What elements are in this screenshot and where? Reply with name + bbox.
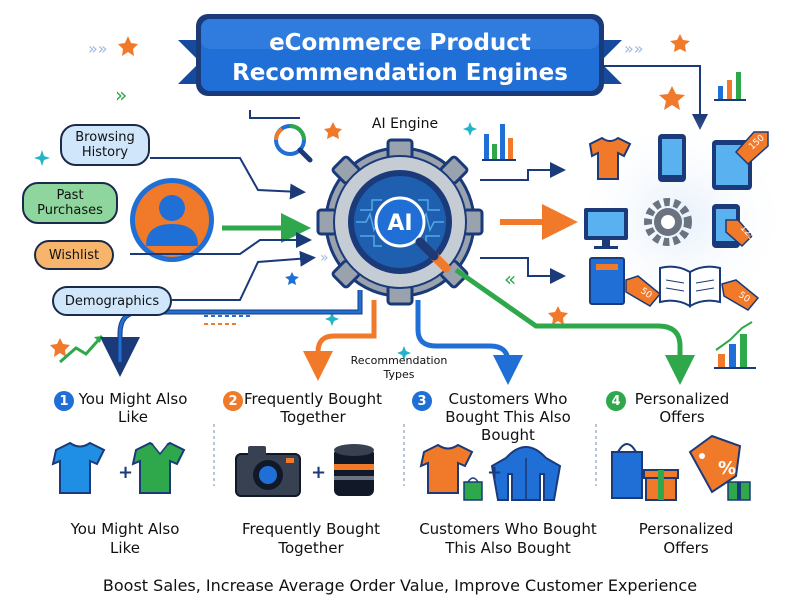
growth-chart-icon: [714, 321, 756, 369]
bar-chart-icon: [482, 124, 516, 161]
polo-shirt-icon: [131, 441, 186, 494]
svg-text:»: »: [320, 250, 329, 266]
step-number-1: 1: [54, 391, 74, 411]
tshirt-icon: [588, 136, 632, 180]
hoodie-icon: [490, 446, 562, 501]
input-arrows: [130, 110, 316, 301]
column-footer-customers-also-bought: Customers Who Bought This Also Bought: [419, 520, 597, 557]
ai-engine-label: AI Engine: [371, 116, 439, 132]
title-banner: [178, 14, 622, 96]
growth-chart-icon: [714, 72, 746, 101]
price-tag-icon: 50: [625, 275, 662, 307]
output-arrows: [480, 65, 708, 284]
input-wishlist: Wishlist: [34, 240, 114, 270]
open-book-icon: [659, 265, 721, 308]
tshirt-icon: [419, 443, 474, 494]
title-line-1: eCommerce Product: [269, 30, 531, 56]
column-title-you-might-also-like: You Might Also Like: [78, 390, 188, 426]
shopping-bag-icon: [611, 443, 643, 499]
monitor-icon: [584, 208, 628, 249]
title-line-2: Recommendation Engines: [232, 60, 568, 86]
star-icon: [50, 34, 690, 357]
column-footer-frequently-bought-together: Frequently Bought Together: [242, 520, 380, 557]
plus-sign: +: [311, 462, 326, 483]
gift-box-icon: [727, 481, 751, 501]
discount-tag-icon: %: [688, 434, 742, 494]
chevron-deco-icon: »»: [88, 39, 108, 58]
column-title-customers-also-bought: Customers Who Bought This Also Bought: [445, 390, 571, 444]
smartphone-icon: [658, 134, 686, 182]
shopping-bag-icon: [463, 477, 483, 501]
step-number-2: 2: [223, 391, 243, 411]
book-icon: [589, 257, 625, 305]
trend-arrow-icon: [59, 335, 104, 364]
magnifier-icon: [274, 124, 313, 163]
footer-tagline: Boost Sales, Increase Average Order Valu…: [102, 576, 698, 595]
column-footer-personalized-offers: Personalized Offers: [638, 520, 734, 557]
step-number-4: 4: [606, 391, 626, 411]
input-demographics: Demographics: [52, 286, 172, 316]
recommendation-types-label: Recommendation Types: [350, 354, 448, 381]
plus-sign: +: [118, 462, 133, 483]
ai-core-label: AI: [387, 211, 412, 236]
ai-engine-gear: [316, 138, 484, 306]
tshirt-icon: [51, 441, 106, 494]
input-past-purchases: Past Purchases: [22, 182, 118, 224]
svg-text:«: «: [504, 267, 516, 291]
camera-lens-icon: [334, 444, 374, 496]
column-footer-you-might-also-like: You Might Also Like: [70, 520, 180, 557]
price-tag-icon: 150: [734, 131, 769, 166]
input-browsing-history: Browsing History: [60, 124, 150, 166]
step-number-3: 3: [412, 391, 432, 411]
column-title-frequently-bought-together: Frequently Bought Together: [244, 390, 382, 426]
chevron-green-icon: »: [115, 83, 127, 107]
price-tag-icon: 125: [725, 219, 757, 248]
gift-box-icon: [643, 469, 679, 501]
plus-sign: +: [487, 462, 502, 483]
sparkle-icon: [34, 150, 50, 166]
gear-icon: [644, 198, 692, 246]
svg-text:»»: »»: [624, 39, 644, 58]
discount-label: %: [718, 458, 736, 479]
price-tag-icon: 50: [721, 279, 760, 311]
column-title-personalized-offers: Personalized Offers: [634, 390, 730, 426]
camera-icon: [235, 446, 301, 497]
user-avatar-icon: [130, 178, 214, 262]
